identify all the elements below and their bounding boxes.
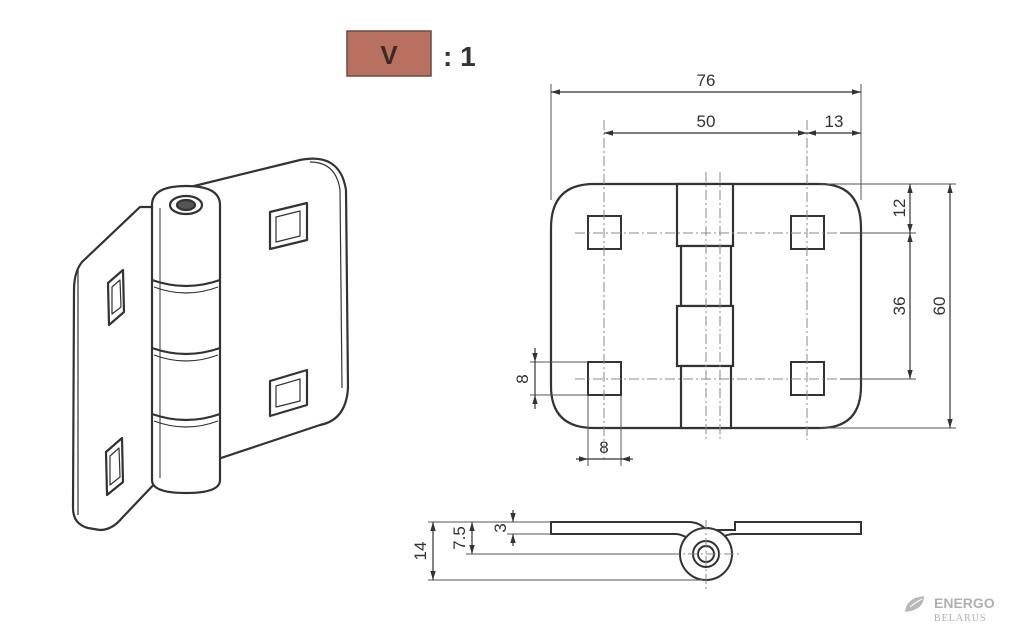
scale-indicator: V : 1	[346, 30, 476, 77]
center-lines	[575, 120, 860, 460]
dim-pin-center: 7.5	[450, 526, 469, 550]
front-knuckles	[675, 182, 735, 430]
leaf-icon	[905, 596, 924, 612]
front-view: 76 50 13 12 36 60 8 8	[513, 71, 956, 466]
dim-total-thickness: 14	[411, 542, 430, 561]
left-leaf	[71, 205, 164, 532]
dim-hole-spacing-y: 36	[890, 297, 909, 316]
dimension-lines	[532, 89, 953, 462]
dim-overall-height: 60	[930, 297, 949, 316]
dim-hole-size-v: 8	[513, 374, 532, 383]
energo-belarus-logo: ENERGO BELARUS	[905, 595, 995, 624]
scale-ratio: : 1	[443, 41, 476, 72]
dim-hole-size-h: 8	[599, 438, 608, 457]
dim-edge-to-hole: 13	[825, 112, 844, 131]
scale-letter: V	[380, 40, 398, 70]
right-leaf	[188, 157, 350, 462]
side-view: 14 7.5 3	[411, 510, 862, 590]
dim-hole-spacing-x: 50	[697, 112, 716, 131]
logo-line2: BELARUS	[934, 613, 987, 624]
dim-edge-to-hole-y: 12	[890, 199, 909, 218]
isometric-hinge-view	[71, 157, 350, 532]
dim-leaf-thickness: 3	[491, 523, 510, 532]
logo-line1: ENERGO	[934, 595, 995, 611]
dim-overall-width: 76	[697, 71, 716, 90]
extension-lines	[530, 84, 956, 466]
scale-badge	[346, 30, 432, 77]
knuckle-barrel	[150, 184, 222, 495]
